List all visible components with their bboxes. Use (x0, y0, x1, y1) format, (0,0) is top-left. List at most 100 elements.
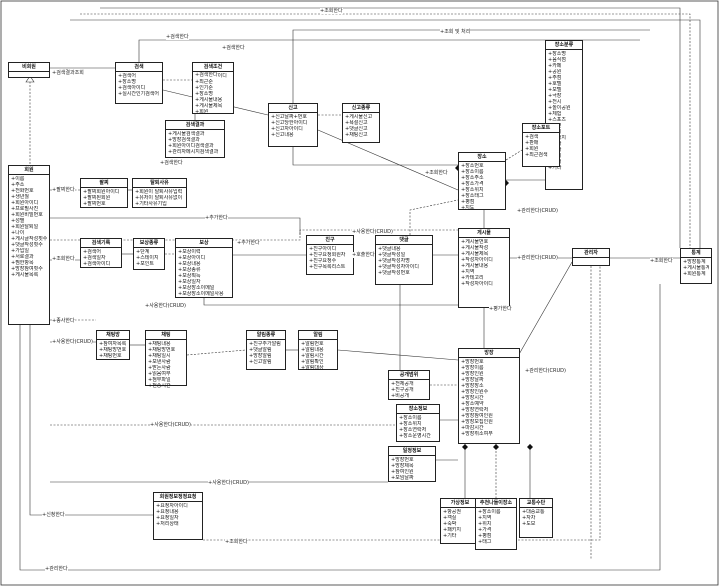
class-box-friend: 친구+친구아이디+친구요청회원자+친구요청수+친구목록리스트 (306, 235, 354, 275)
association-line (100, 7, 681, 248)
class-attribute: +모임날짜 (391, 475, 414, 481)
class-box-reward: 보상+보상이력+보상아이디+보상내용+보상종류+보상획득+보상일자+보상장소이메… (175, 238, 233, 298)
class-attributes: +게시물번호+게시물작성+게시물제목+작성자아이디+게시물내용+지역+카테고리+… (459, 238, 509, 288)
class-attribute: +검색일자 (83, 255, 106, 261)
class-box-board: 게시물+게시물번호+게시물작성+게시물제목+작성자아이디+게시물내용+지역+카테… (458, 228, 510, 308)
class-attribute: +요청자아이디 (156, 503, 188, 509)
association-label: +검색한다 (160, 160, 183, 166)
class-attribute: +위치 (478, 521, 492, 527)
class-attribute: +작성자아이디 (461, 281, 493, 287)
association-label: +조회한다 (650, 258, 673, 264)
class-title: 장소정보 (397, 405, 439, 414)
class-attributes: +신고날짜+번호+신고당한아이디+신고자아이디+신고내용 (269, 113, 317, 139)
class-attribute: +프로필사진 (11, 206, 39, 212)
class-attribute: +친구아이디 (309, 246, 337, 252)
class-box-reportinfo: 회원정보정정요청+요청자아이디+요청내용+요청일자+처리상태 (153, 492, 203, 540)
class-attribute: +친구공개 (391, 387, 414, 393)
class-attribute: +장소이름 (399, 415, 422, 421)
association-label: +호출한다 (352, 252, 375, 258)
class-attribute: +방장참여횟수 (11, 266, 43, 272)
class-box-searchhist: 검색기록+검색어+검색일자+검색아이디 (80, 238, 122, 268)
class-box-searchcond: 검색조건+작성자아이디+최근순+인기순+장소명+게시물내용+게시물제목+회원 (192, 62, 234, 115)
class-attribute: +신고자아이디 (271, 126, 303, 132)
class-attribute: +주점 (548, 75, 562, 81)
association-line (29, 325, 153, 516)
class-box-member: 회원+이름+주소+전화번호+생년월+회원아이디+프로필사진+회원비밀번호+성별+… (8, 165, 50, 325)
class-attribute: +알림대상 (301, 365, 324, 371)
class-attribute: +장소예약 (461, 401, 484, 407)
class-attribute: +전송시간 (148, 383, 171, 389)
class-title: 탈퇴사유 (133, 179, 186, 188)
association-label: +관리한다(CRUD) (517, 208, 558, 214)
class-attributes: +장소번호+장소이름+장소주소+장소가격+장소위치+장소태그+평점+지도 (459, 162, 505, 212)
class-attribute: +친구추가알림 (249, 341, 281, 347)
class-attribute: +음식점 (548, 57, 566, 63)
class-attribute: +욕설신고 (345, 120, 368, 126)
class-attribute: +보상일자 (178, 279, 201, 285)
class-attributes: +알림번호+알림내용+알림시간+알림확인+알림대상 (299, 340, 337, 372)
class-attribute: +주소 (11, 182, 25, 188)
class-attribute: +방장번호 (461, 359, 484, 365)
class-attribute: +자차 (522, 515, 536, 521)
class-attribute: +평점 (478, 533, 492, 539)
class-attribute: +방장번호 (391, 457, 414, 463)
class-title: 방장 (459, 349, 519, 358)
class-attribute: +지도 (461, 205, 475, 211)
class-attribute: +회원탈퇴일 (11, 224, 39, 230)
class-attribute: +체험 (548, 111, 562, 117)
association-label: +관리한다 (45, 566, 68, 572)
class-title: 장소포트 (523, 124, 559, 133)
class-attribute: +장소이름 (461, 169, 484, 175)
class-attributes: +방장번호+방장이름+방장인원+방장날짜+방장장소+방장인원수+방장시간+장소예… (459, 358, 519, 438)
class-attributes: +항공권+객실+숙박+패키지+기타 (441, 508, 479, 540)
class-attribute: +게시글작성횟수 (11, 236, 47, 242)
class-attribute: +방장이름 (461, 365, 484, 371)
association-line (505, 149, 523, 161)
association-line (409, 199, 459, 235)
class-attributes: +이름+주소+전화번호+생년월+회원아이디+프로필사진+회원비밀번호+성별+회원… (9, 175, 49, 279)
class-attributes: +보상이력+보상아이디+보상내용+보상종류+보상획득+보상일자+보상장소이메일+… (176, 248, 232, 298)
class-attribute: +신고알림 (249, 359, 272, 365)
class-title: 검색조건 (193, 63, 233, 72)
class-attribute: +검색아이디 (118, 85, 146, 91)
class-title: 알림 (299, 331, 337, 340)
class-attribute: +보상장소이메일 (178, 285, 215, 291)
class-box-placecat: 장소분류+장소명+음식점+카페+공원+주점+호텔+모텔+극장+전시+놀이공원+체… (545, 40, 583, 190)
class-attribute: +방장모집인원 (461, 419, 493, 425)
class-title: 일정정보 (389, 447, 435, 456)
class-attribute: +지역 (478, 515, 492, 521)
class-attribute: +처리상태 (156, 521, 179, 527)
class-attribute: +방장알림 (249, 353, 272, 359)
association-line (19, 284, 661, 571)
class-attribute: +읽음여부 (148, 371, 171, 377)
class-attribute: +검색아이디 (83, 261, 111, 267)
class-attribute: +방장연락처 (461, 407, 489, 413)
class-attributes: +방장번호+방장제목+참여인원+모임날짜 (389, 456, 435, 482)
class-attributes: +참여자목록+채팅방번호+채팅번호 (97, 340, 129, 360)
class-attribute: +채팅방번호 (99, 347, 127, 353)
class-attribute: +성별 (11, 218, 25, 224)
class-attribute: +장소명 (118, 79, 136, 85)
association-line (186, 349, 247, 356)
class-attribute: +장소태그 (461, 193, 484, 199)
class-attribute: +생년월 (11, 194, 29, 200)
class-attribute: +장소명 (195, 91, 213, 97)
class-title: 교통수단 (520, 499, 552, 508)
class-attributes: +요청자아이디+요청내용+요청일자+처리상태 (154, 502, 202, 528)
class-attribute: +장소명 (548, 51, 566, 57)
class-box-searchresult: 검색결과+게시물검색결과+방장검색결과+회원아이디검색결과+관리자메시지검색결과 (165, 120, 225, 158)
class-attribute: +최근검색 (525, 152, 548, 158)
class-attribute: +실시간인기검색어 (118, 91, 159, 97)
class-attribute: +받는사람 (148, 365, 171, 371)
class-title: 공개범위 (389, 371, 429, 380)
class-attribute: +채팅일시 (148, 353, 171, 359)
class-attribute: +게시물내용 (461, 263, 489, 269)
class-box-meetinfo: 일정정보+방장번호+방장제목+참여인원+모임날짜 (388, 446, 436, 482)
class-attribute: +방장제목 (391, 463, 414, 469)
class-attributes: +검색어+검색일자+검색아이디 (81, 248, 121, 268)
class-box-rewardtype: 보상종류+단계+스테이지+포인트 (133, 238, 165, 270)
class-attribute: +알림시간 (301, 353, 324, 359)
class-attribute: +비공개 (391, 393, 409, 399)
